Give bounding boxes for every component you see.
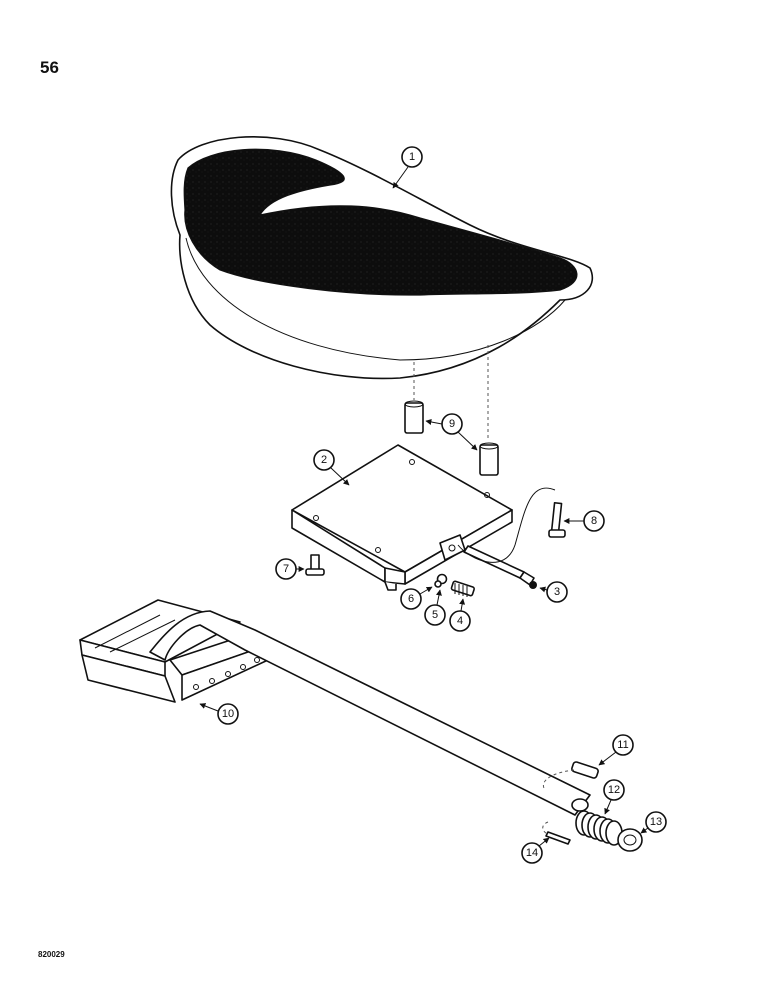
callout-6: 6 [400, 586, 433, 610]
svg-text:14: 14 [526, 847, 538, 859]
svg-text:9: 9 [449, 418, 455, 430]
bolt-seat-plate [305, 554, 325, 576]
latch-pin [463, 545, 537, 589]
spacer-left [404, 400, 424, 434]
spacer-right [479, 442, 499, 476]
svg-text:13: 13 [650, 816, 662, 828]
svg-text:3: 3 [554, 586, 560, 598]
mounting-plate [291, 444, 513, 591]
svg-text:10: 10 [222, 708, 234, 720]
callout-9: 9 [425, 413, 478, 451]
callout-11: 11 [598, 734, 634, 766]
lock-washer [434, 580, 442, 588]
callout-3: 3 [539, 581, 568, 603]
cotter-pin [542, 821, 571, 845]
cable [457, 487, 556, 563]
callout-8: 8 [563, 510, 605, 532]
svg-text:4: 4 [457, 615, 463, 627]
callout-12: 12 [603, 779, 625, 815]
callout-5: 5 [424, 589, 446, 626]
svg-text:5: 5 [432, 609, 438, 621]
svg-text:12: 12 [608, 784, 620, 796]
svg-text:11: 11 [617, 739, 628, 751]
seat-lever-frame [79, 599, 591, 816]
svg-text:8: 8 [591, 515, 597, 527]
callout-1: 1 [392, 146, 423, 189]
page-number: 56 [40, 58, 59, 77]
callout-13: 13 [640, 811, 667, 834]
callout-7: 7 [275, 558, 305, 580]
end-washer [617, 828, 643, 852]
svg-text:2: 2 [321, 454, 327, 466]
callout-14: 14 [521, 837, 550, 864]
figure-code: 820029 [38, 950, 65, 959]
callout-10: 10 [199, 703, 239, 725]
svg-text:6: 6 [408, 593, 414, 605]
seat [170, 136, 594, 380]
svg-text:1: 1 [409, 151, 415, 163]
bolt-long [548, 501, 566, 538]
svg-text:7: 7 [283, 563, 289, 575]
latch-spring [450, 580, 475, 597]
lever-spring [575, 810, 623, 846]
pivot-pin [542, 761, 599, 791]
callout-4: 4 [449, 598, 471, 632]
callout-2: 2 [313, 449, 350, 486]
